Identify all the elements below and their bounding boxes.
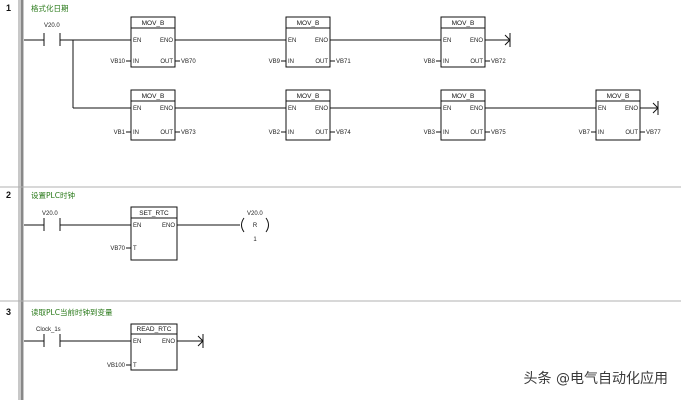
eno-pin: ENO bbox=[470, 106, 483, 112]
out-operand[interactable]: VB70 bbox=[181, 59, 196, 65]
out-operand[interactable]: VB75 bbox=[491, 130, 506, 136]
out-operand[interactable]: VB74 bbox=[336, 130, 351, 136]
network-title[interactable]: 设置PLC时钟 bbox=[31, 190, 75, 200]
out-pin: OUT bbox=[470, 130, 483, 136]
normally-open-contact[interactable]: V20.0 bbox=[24, 211, 131, 231]
eno-pin: ENO bbox=[315, 106, 328, 112]
eno-pin: ENO bbox=[625, 106, 638, 112]
network-title[interactable]: 读取PLC当前时钟到变量 bbox=[31, 307, 113, 317]
mov-b-block[interactable]: MOV_B EN ENO IN OUT VB9 VB71 bbox=[269, 16, 352, 68]
network-number: 2 bbox=[6, 190, 11, 200]
coil-address: V20.0 bbox=[247, 211, 263, 217]
out-pin: OUT bbox=[160, 59, 173, 65]
contact-address: V20.0 bbox=[42, 211, 58, 217]
eno-pin: ENO bbox=[162, 223, 175, 229]
eno-pin: ENO bbox=[470, 38, 483, 44]
in-pin: IN bbox=[133, 130, 139, 136]
out-operand[interactable]: VB72 bbox=[491, 59, 506, 65]
eno-pin: ENO bbox=[160, 106, 173, 112]
en-pin: EN bbox=[288, 106, 296, 112]
coil-type: R bbox=[253, 223, 258, 229]
in-pin: IN bbox=[133, 59, 139, 65]
in-pin: IN bbox=[598, 130, 604, 136]
read-rtc-block[interactable]: READ_RTC EN ENO T VB100 bbox=[107, 323, 178, 371]
watermark-text: 头条 @电气自动化应用 bbox=[524, 370, 668, 387]
network-2[interactable]: 2 设置PLC时钟 V20.0 SET_RTC EN ENO T VB70 V2… bbox=[6, 190, 269, 261]
en-pin: EN bbox=[598, 106, 606, 112]
block-name: MOV_B bbox=[142, 93, 165, 100]
network-number: 1 bbox=[6, 3, 11, 13]
t-pin: T bbox=[133, 363, 137, 369]
t-pin: T bbox=[133, 246, 137, 252]
mov-b-block[interactable]: MOV_B EN ENO IN OUT VB1 VB73 bbox=[114, 89, 197, 141]
eno-pin: ENO bbox=[162, 339, 175, 345]
network-number: 3 bbox=[6, 307, 11, 317]
mov-b-block[interactable]: MOV_B EN ENO IN OUT VB8 VB72 bbox=[424, 16, 507, 68]
in-pin: IN bbox=[443, 59, 449, 65]
en-pin: EN bbox=[288, 38, 296, 44]
in-operand[interactable]: VB9 bbox=[269, 59, 281, 65]
t-operand[interactable]: VB70 bbox=[110, 246, 125, 252]
end-arrow-icon bbox=[652, 101, 659, 115]
network-3[interactable]: 3 读取PLC当前时钟到变量 Clock_1s READ_RTC EN ENO … bbox=[6, 307, 204, 371]
block-name: MOV_B bbox=[297, 93, 320, 100]
en-pin: EN bbox=[443, 106, 451, 112]
block-name: MOV_B bbox=[452, 20, 475, 27]
in-operand[interactable]: VB10 bbox=[110, 59, 125, 65]
in-operand[interactable]: VB1 bbox=[114, 130, 126, 136]
en-pin: EN bbox=[443, 38, 451, 44]
in-operand[interactable]: VB7 bbox=[579, 130, 591, 136]
contact-address: Clock_1s bbox=[36, 327, 61, 333]
in-pin: IN bbox=[288, 59, 294, 65]
mov-b-block[interactable]: MOV_B EN ENO IN OUT VB7 VB77 bbox=[579, 89, 662, 141]
out-pin: OUT bbox=[315, 59, 328, 65]
normally-open-contact[interactable]: V20.0 bbox=[24, 23, 131, 46]
out-pin: OUT bbox=[160, 130, 173, 136]
end-arrow-icon bbox=[504, 33, 511, 47]
end-arrow-icon bbox=[197, 334, 204, 348]
set-rtc-block[interactable]: SET_RTC EN ENO T VB70 bbox=[110, 206, 178, 261]
block-name: MOV_B bbox=[607, 93, 630, 100]
in-operand[interactable]: VB3 bbox=[424, 130, 436, 136]
network-1[interactable]: 1 格式化日期 V20.0 bbox=[6, 3, 662, 141]
t-operand[interactable]: VB100 bbox=[107, 363, 126, 369]
en-pin: EN bbox=[133, 106, 141, 112]
block-name: MOV_B bbox=[452, 93, 475, 100]
out-pin: OUT bbox=[625, 130, 638, 136]
mov-b-block[interactable]: MOV_B EN ENO IN OUT VB3 VB75 bbox=[424, 89, 507, 141]
mov-b-block[interactable]: MOV_B EN ENO IN OUT VB2 VB74 bbox=[269, 89, 352, 141]
out-pin: OUT bbox=[470, 59, 483, 65]
block-name: READ_RTC bbox=[137, 326, 172, 333]
in-operand[interactable]: VB2 bbox=[269, 130, 281, 136]
en-pin: EN bbox=[133, 38, 141, 44]
contact-address: V20.0 bbox=[44, 23, 60, 29]
eno-pin: ENO bbox=[315, 38, 328, 44]
out-pin: OUT bbox=[315, 130, 328, 136]
network-title[interactable]: 格式化日期 bbox=[31, 3, 69, 13]
eno-pin: ENO bbox=[160, 38, 173, 44]
in-operand[interactable]: VB8 bbox=[424, 59, 436, 65]
out-operand[interactable]: VB73 bbox=[181, 130, 196, 136]
coil-count: 1 bbox=[253, 237, 257, 243]
in-pin: IN bbox=[288, 130, 294, 136]
out-operand[interactable]: VB77 bbox=[646, 130, 661, 136]
in-pin: IN bbox=[443, 130, 449, 136]
block-name: SET_RTC bbox=[139, 210, 169, 217]
en-pin: EN bbox=[133, 339, 141, 345]
out-operand[interactable]: VB71 bbox=[336, 59, 351, 65]
en-pin: EN bbox=[133, 223, 141, 229]
normally-open-contact[interactable]: Clock_1s bbox=[24, 327, 131, 347]
mov-b-block[interactable]: MOV_B EN ENO IN OUT VB10 VB70 bbox=[110, 16, 196, 68]
block-name: MOV_B bbox=[142, 20, 165, 27]
block-name: MOV_B bbox=[297, 20, 320, 27]
reset-coil[interactable]: V20.0 R 1 bbox=[241, 211, 269, 243]
